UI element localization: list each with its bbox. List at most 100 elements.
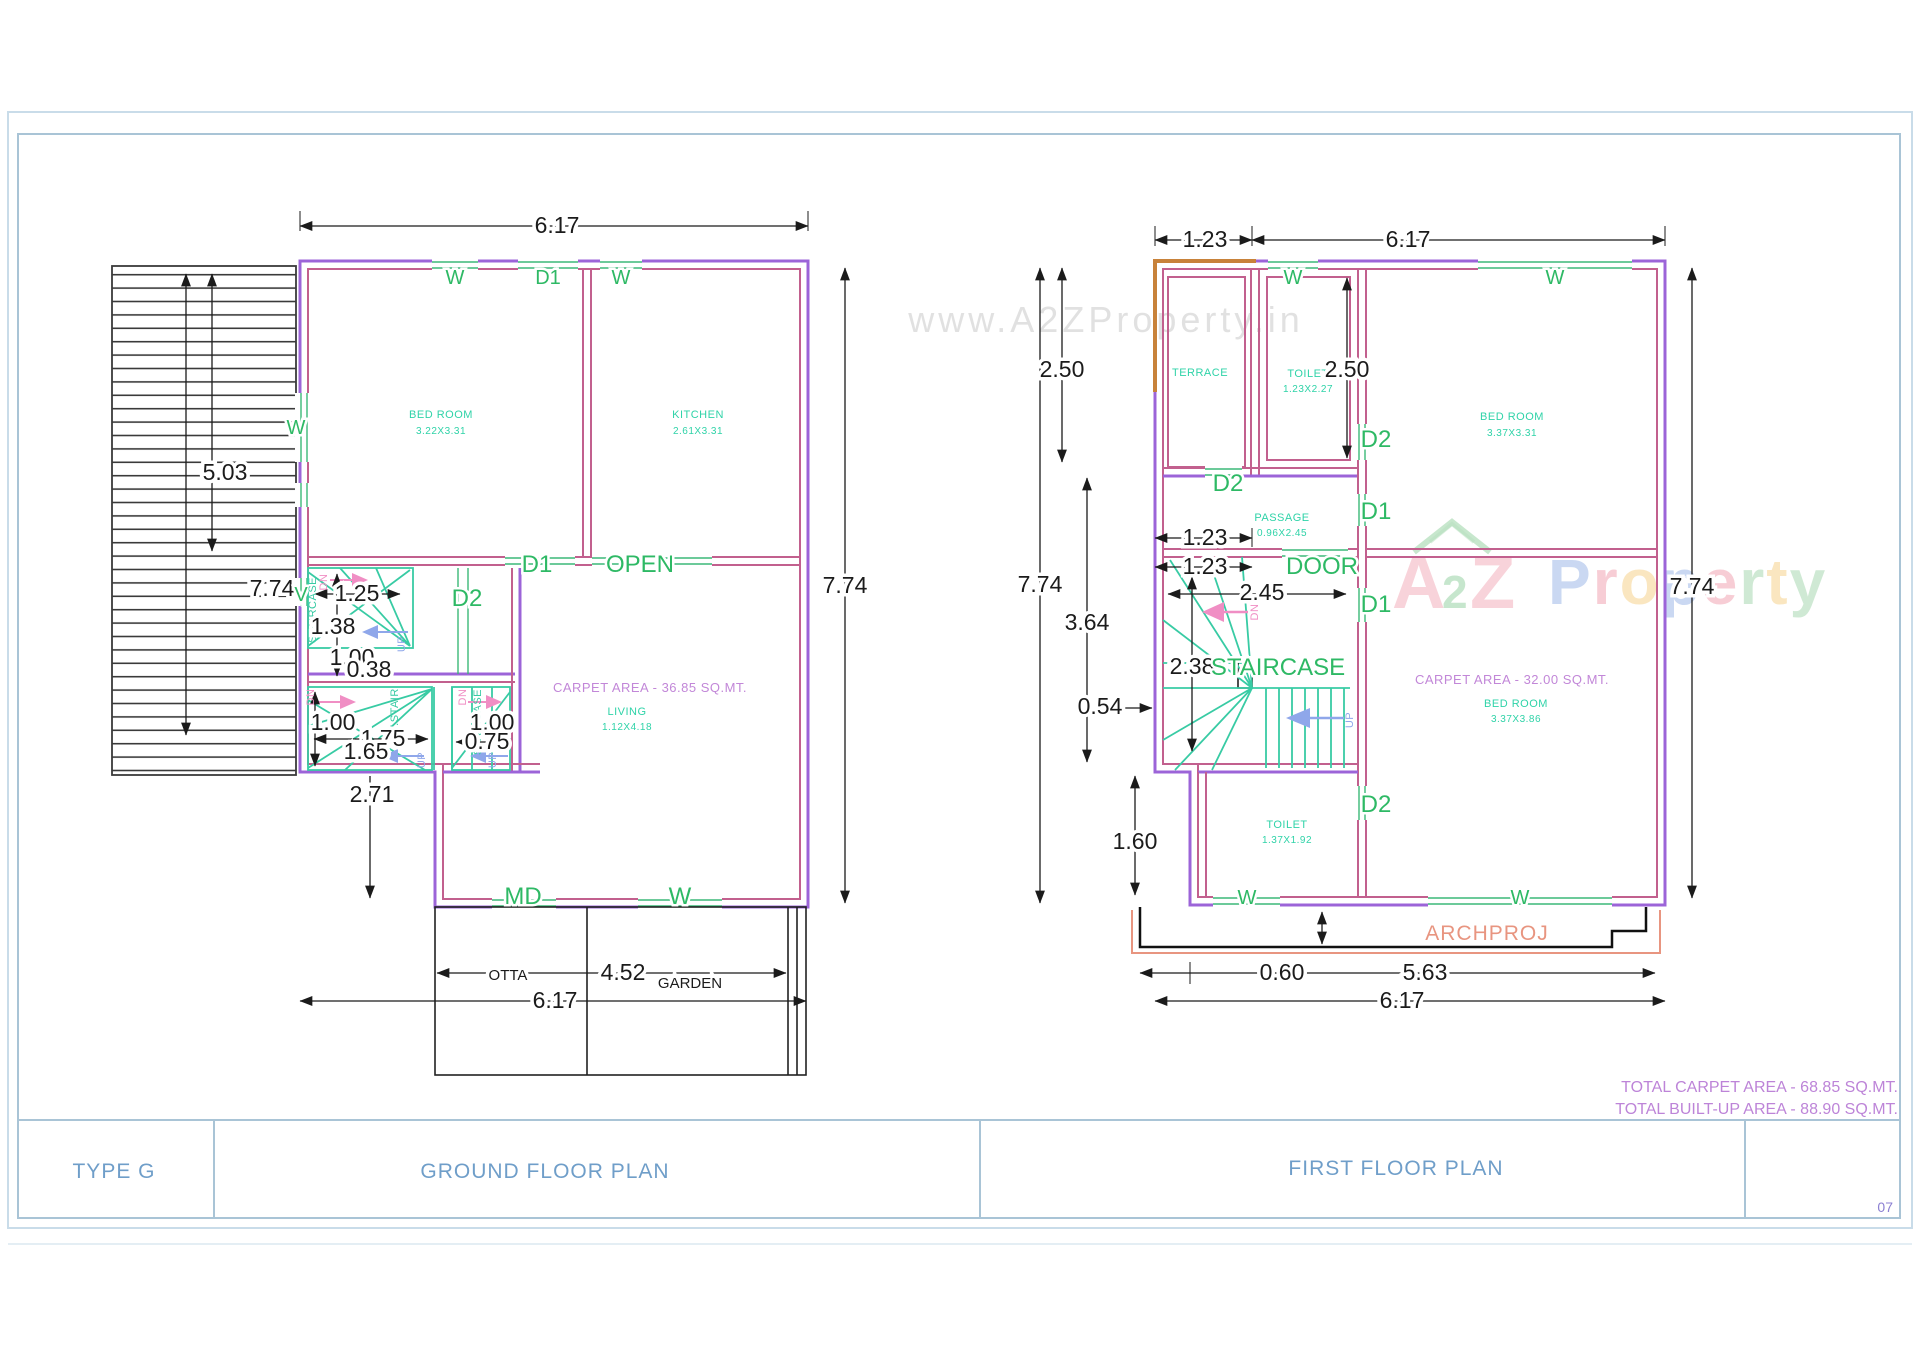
- room-bedroom-top-name: BED ROOM: [1480, 411, 1544, 423]
- dn-arrow-icon: [486, 695, 502, 709]
- logo-letter-a: A: [1392, 541, 1445, 624]
- label-door: DOOR: [1286, 553, 1358, 580]
- room-toilet-top-name: TOILET: [1287, 368, 1328, 380]
- dim-stair-165: 1.65: [344, 738, 389, 764]
- dim-stair-038: 0.38: [347, 656, 392, 682]
- room-bedroom-main-name: BED ROOM: [1484, 698, 1548, 710]
- label-door-d1: D1: [535, 267, 561, 289]
- label-up: UP: [416, 752, 428, 768]
- label-archproj: ARCHPROJ: [1425, 922, 1549, 945]
- room-kitchen-name: KITCHEN: [672, 409, 724, 421]
- dim-first-563: 5.63: [1403, 959, 1448, 985]
- ground-floor-plan: 5.03 7.74: [111, 209, 871, 1076]
- sheet-border: [7, 111, 1913, 1245]
- dn-arrow-icon: [352, 573, 368, 587]
- up-arrow-icon: [470, 749, 486, 763]
- ground-hatch-strip: [111, 265, 297, 776]
- dim-first-left-height: 7.74: [1018, 571, 1063, 597]
- label-vent-v: V: [294, 584, 308, 606]
- dim-first-160: 1.60: [1113, 828, 1158, 854]
- total-builtup-area: TOTAL BUILT-UP AREA - 88.90 SQ.MT.: [1615, 1101, 1898, 1118]
- dim-first-right-height: 7.74: [1670, 573, 1715, 599]
- room-bedroom-top-size: 3.37X3.31: [1487, 428, 1537, 439]
- first-staircase: [1162, 556, 1350, 771]
- label-window-w: W: [1284, 267, 1303, 289]
- ground-openings: [295, 258, 722, 910]
- dim-first-width-top: 6.17: [1386, 226, 1431, 252]
- room-living-name: LIVING: [607, 706, 646, 718]
- dn-arrow-icon: [1202, 602, 1224, 622]
- dim-first-250-left: 2.50: [1040, 356, 1085, 382]
- arch-projection: [1131, 907, 1661, 954]
- label-garden: GARDEN: [658, 975, 722, 992]
- dim-stair-100a: 1.00: [330, 644, 375, 670]
- dim-first-238: 2.38: [1170, 653, 1215, 679]
- title-first-floor-plan: FIRST FLOOR PLAN: [1288, 1157, 1503, 1180]
- room-kitchen-size: 2.61X3.31: [673, 426, 723, 437]
- title-ground-floor-plan: GROUND FLOOR PLAN: [420, 1160, 669, 1183]
- label-window-w: W: [1546, 267, 1565, 289]
- label-up: UP: [487, 752, 499, 768]
- dim-first-245: 2.45: [1240, 579, 1285, 605]
- dim-ground-right-height: 7.74: [823, 572, 868, 598]
- title-type: TYPE G: [72, 1160, 155, 1183]
- dim-stair-175: 1.75: [361, 725, 406, 751]
- room-toilet-bottom-size: 1.37X1.92: [1262, 835, 1312, 846]
- dim-stair-125: 1.25: [335, 580, 380, 606]
- up-arrow-icon: [1286, 708, 1310, 728]
- room-passage-size: 0.96X2.45: [1257, 528, 1307, 539]
- label-door-d2: D2: [1361, 426, 1392, 453]
- dim-otta-width: 4.52: [601, 959, 646, 985]
- label-staircase: STAIRCASE: [1211, 654, 1345, 681]
- room-bedroom-main-size: 3.37X3.86: [1491, 714, 1541, 725]
- dn-arrow-icon: [340, 695, 356, 709]
- dim-first-width-bottom: 6.17: [1380, 987, 1425, 1013]
- label-staircase-vertical: STAIRCASE: [472, 689, 484, 755]
- first-outer-wall: [1153, 259, 1667, 907]
- dim-ground-left-height: 7.74: [250, 575, 295, 601]
- page-number: 07: [1877, 1199, 1893, 1215]
- dim-stair-271: 2.71: [350, 781, 395, 807]
- logo-house-roof-inner-icon: [1428, 521, 1476, 544]
- dim-first-123b: 1.23: [1183, 553, 1228, 579]
- label-window-w: W: [669, 883, 692, 910]
- label-main-door-md: MD: [504, 883, 541, 910]
- dim-first-364: 3.64: [1065, 609, 1110, 635]
- total-carpet-area: TOTAL CARPET AREA - 68.85 SQ.MT.: [1621, 1079, 1898, 1096]
- label-up: UP: [1344, 712, 1356, 728]
- label-door-d1: D1: [1361, 591, 1392, 618]
- label-up: UP: [396, 636, 408, 652]
- label-otta: OTTA: [489, 967, 528, 984]
- room-toilet-top-size: 1.23X2.27: [1283, 384, 1333, 395]
- dim-stair-138: 1.38: [311, 613, 356, 639]
- label-window-w: W: [287, 417, 306, 439]
- watermark-url-text: www.A2ZProperty.in: [907, 299, 1303, 340]
- room-living-size: 1.12X4.18: [602, 722, 652, 733]
- dim-first-123a: 1.23: [1183, 524, 1228, 550]
- first-floor-plan: 1.23 6.17 W W TERRACE TOILET 1.23X2.27 2…: [1014, 223, 1718, 1017]
- dim-stair-075: 0.75: [465, 728, 510, 754]
- label-open: OPEN: [606, 551, 674, 578]
- dim-first-123-top: 1.23: [1183, 226, 1228, 252]
- label-window-w: W: [612, 267, 631, 289]
- title-block: TOTAL CARPET AREA - 68.85 SQ.MT. TOTAL B…: [18, 1079, 1900, 1218]
- label-door-d2: D2: [452, 585, 483, 612]
- first-openings: [1205, 258, 1632, 908]
- up-arrow-icon: [382, 749, 398, 763]
- logo-letter-2: 2: [1442, 566, 1468, 618]
- label-dn: DN: [1249, 604, 1261, 621]
- label-door-d1: D1: [522, 551, 553, 578]
- room-bedroom-size: 3.22X3.31: [416, 426, 466, 437]
- ground-staircase: [307, 567, 511, 771]
- label-window-w: W: [1511, 887, 1530, 909]
- label-door-d1: D1: [1361, 498, 1392, 525]
- logo-letter-z: Z: [1470, 541, 1515, 624]
- first-carpet-area: CARPET AREA - 32.00 SQ.MT.: [1415, 672, 1609, 687]
- label-door-d2: D2: [1361, 791, 1392, 818]
- dim-stair-100b: 1.00: [311, 709, 356, 735]
- label-door-d2: D2: [1213, 470, 1244, 497]
- label-dn: DN: [318, 574, 330, 591]
- room-passage-name: PASSAGE: [1254, 512, 1309, 524]
